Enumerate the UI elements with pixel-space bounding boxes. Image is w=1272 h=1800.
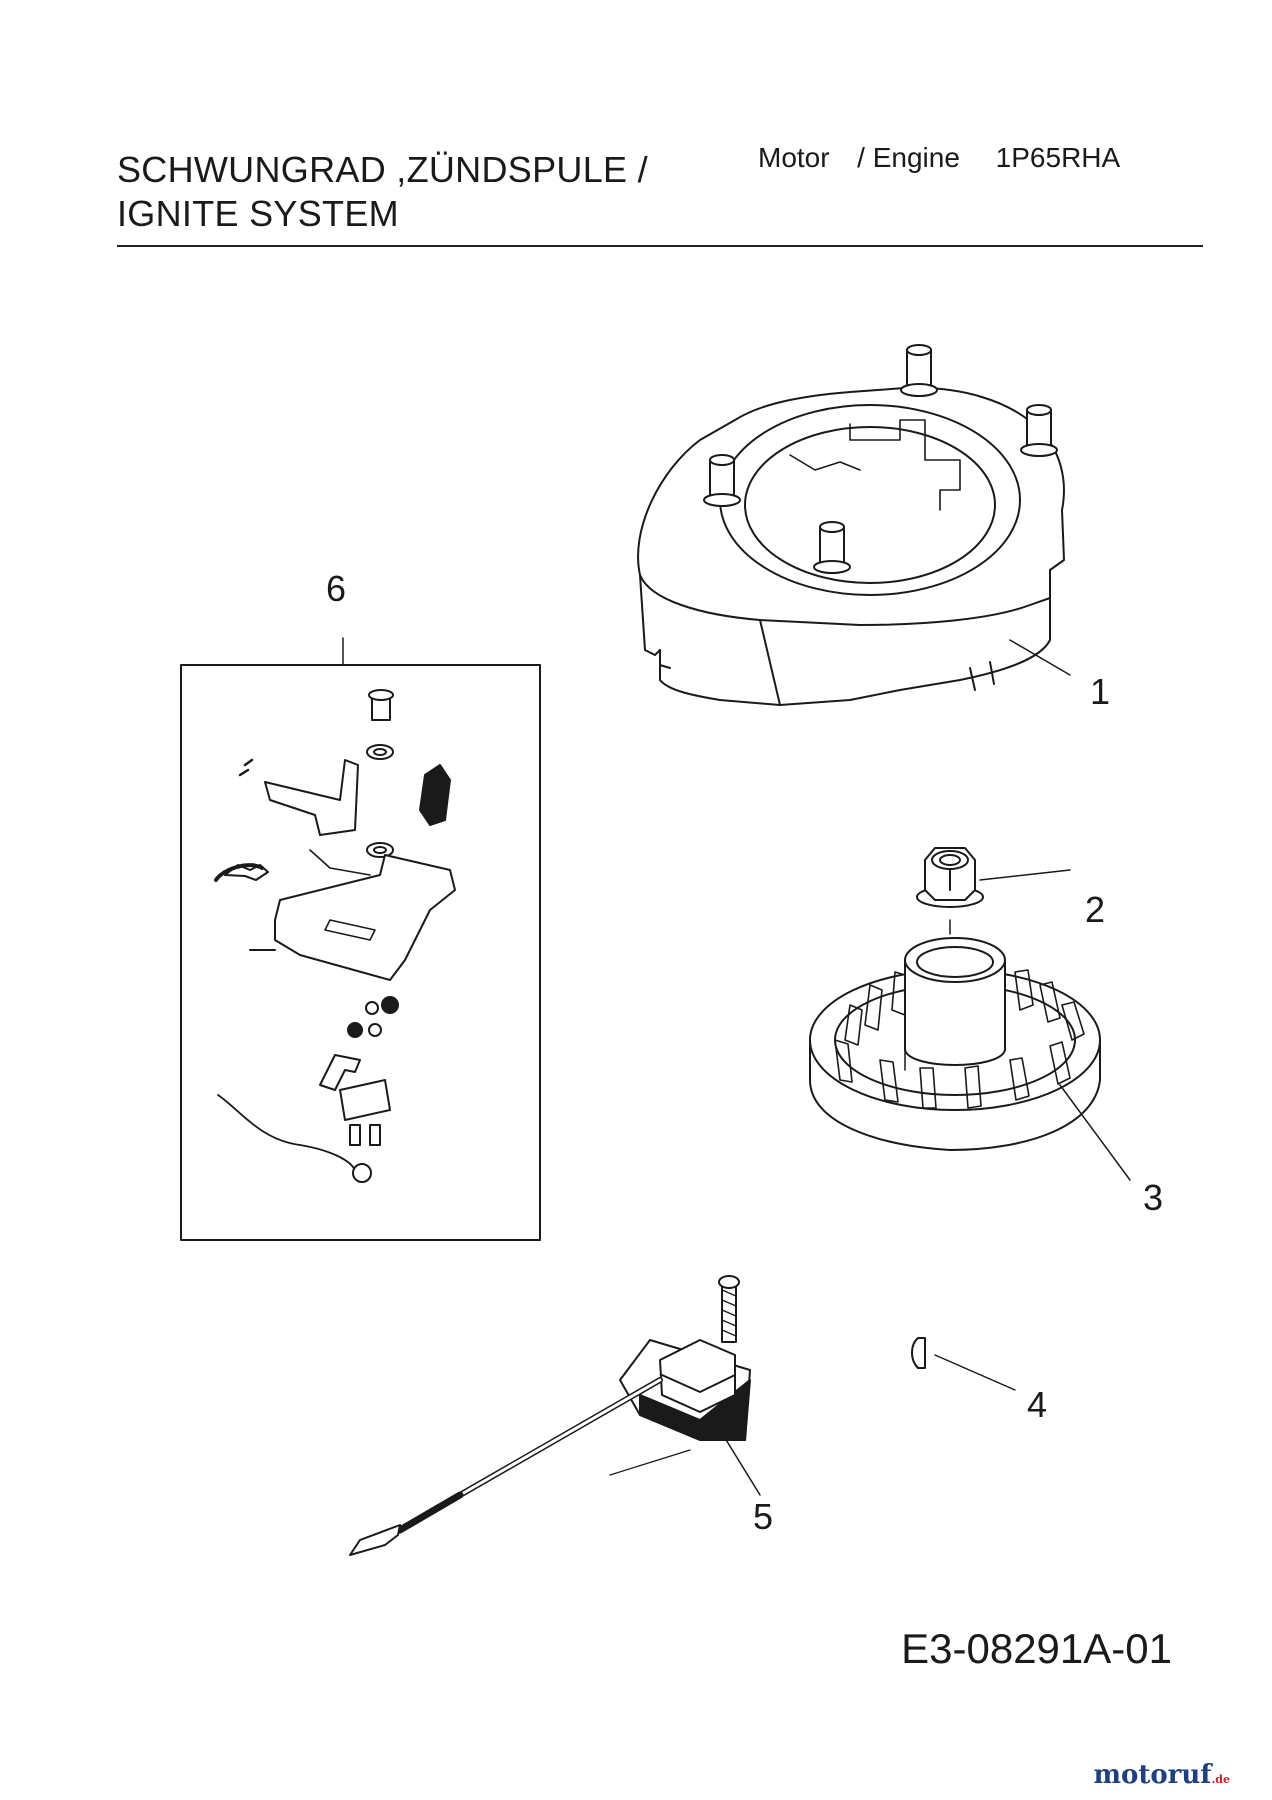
flywheel-icon[interactable] [809, 937, 1131, 1181]
engine-label-en: Engine [872, 142, 960, 173]
woodruff-key-icon[interactable] [911, 1337, 1016, 1391]
page-title: SCHWUNGRAD ,ZÜNDSPULE / IGNITE SYSTEM [117, 148, 648, 236]
logo-suffix: .de [1211, 1773, 1230, 1786]
logo-text: motoruf [1093, 1760, 1212, 1790]
engine-info: Motor / Engine 1P65RHA [758, 142, 1120, 174]
flange-nut-icon[interactable] [916, 847, 1071, 1001]
engine-label: Motor [758, 142, 830, 173]
callout-5: 5 [752, 1496, 774, 1537]
callout-4: 4 [1026, 1384, 1048, 1425]
callout-2: 2 [1084, 889, 1106, 930]
header-divider [117, 245, 1203, 247]
callout-6: 6 [325, 568, 347, 609]
motoruf-logo[interactable]: motoruf.de [1093, 1760, 1230, 1790]
callout-1: 1 [1089, 671, 1111, 712]
engine-separator: / [857, 142, 865, 173]
kill-switch-bracket-kit-icon[interactable] [180, 637, 541, 1241]
drawing-code: E3-08291A-01 [901, 1625, 1172, 1672]
blower-housing-icon[interactable] [637, 344, 1071, 706]
title-line-1: SCHWUNGRAD ,ZÜNDSPULE / [117, 149, 648, 190]
title-line-2: IGNITE SYSTEM [117, 193, 399, 234]
ignition-coil-icon[interactable] [349, 1275, 761, 1556]
callout-3: 3 [1142, 1177, 1164, 1218]
engine-model: 1P65RHA [995, 142, 1121, 173]
